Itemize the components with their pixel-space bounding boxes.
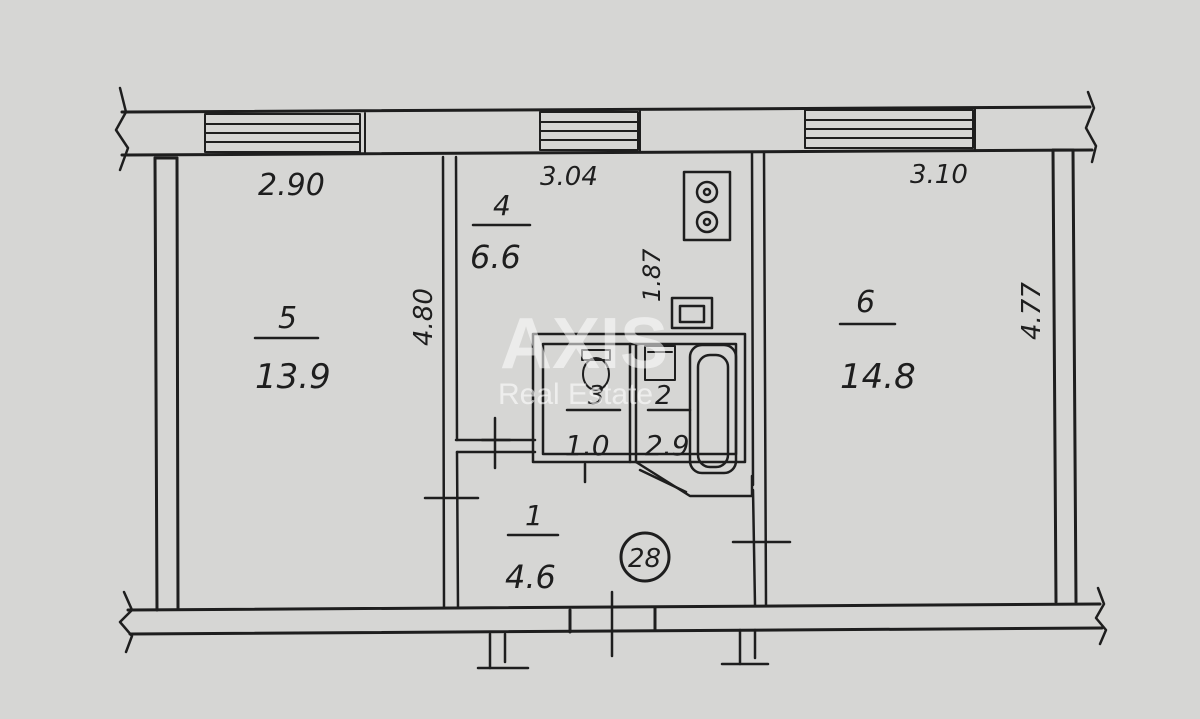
stove-icon — [682, 170, 732, 242]
wc-area: 1.0 — [565, 429, 610, 462]
room6-number: 6 — [856, 285, 875, 320]
kitchen-sink — [670, 296, 714, 330]
room6-area: 14.8 — [840, 357, 916, 397]
watermark-tagline: Real Estate — [498, 378, 653, 411]
room4-area: 6.6 — [470, 238, 521, 276]
room5-area: 13.9 — [255, 357, 331, 397]
top-exterior-wall — [114, 86, 1098, 172]
window-right — [804, 109, 974, 149]
right-wall — [1051, 148, 1078, 604]
entrance-stub-left — [476, 632, 530, 670]
window-left — [204, 113, 361, 153]
bottom-exterior-wall — [118, 586, 1108, 654]
dim-room5-depth: 4.80 — [409, 288, 439, 346]
dim-room6-depth: 4.77 — [1017, 282, 1047, 340]
wc-number: 3 — [588, 381, 605, 411]
bathroom-area: 2.9 — [645, 429, 690, 462]
room4-number: 4 — [493, 189, 511, 222]
hall-area: 4.6 — [505, 558, 556, 596]
washbasin — [644, 345, 676, 381]
dim-room5-width: 2.90 — [258, 168, 325, 203]
area-fraction-bars — [253, 223, 897, 537]
entrance-stub-right — [720, 628, 770, 666]
hall-number: 1 — [525, 499, 543, 532]
window-middle — [539, 111, 639, 151]
left-wall — [153, 156, 180, 612]
watermark-brand: AXIS — [500, 304, 668, 384]
room5-number: 5 — [278, 301, 297, 336]
dim-room6-width: 3.10 — [910, 160, 968, 190]
dim-room4-width: 3.04 — [540, 162, 598, 192]
door-ticks — [423, 416, 792, 658]
apartment-number-circle — [619, 531, 671, 583]
apartment-number: 28 — [628, 544, 661, 574]
dim-kitchen-depth: 1.87 — [638, 248, 666, 302]
toilet — [581, 349, 611, 391]
partition-kitchen-room6 — [750, 151, 768, 607]
bathroom-number: 2 — [655, 381, 672, 411]
